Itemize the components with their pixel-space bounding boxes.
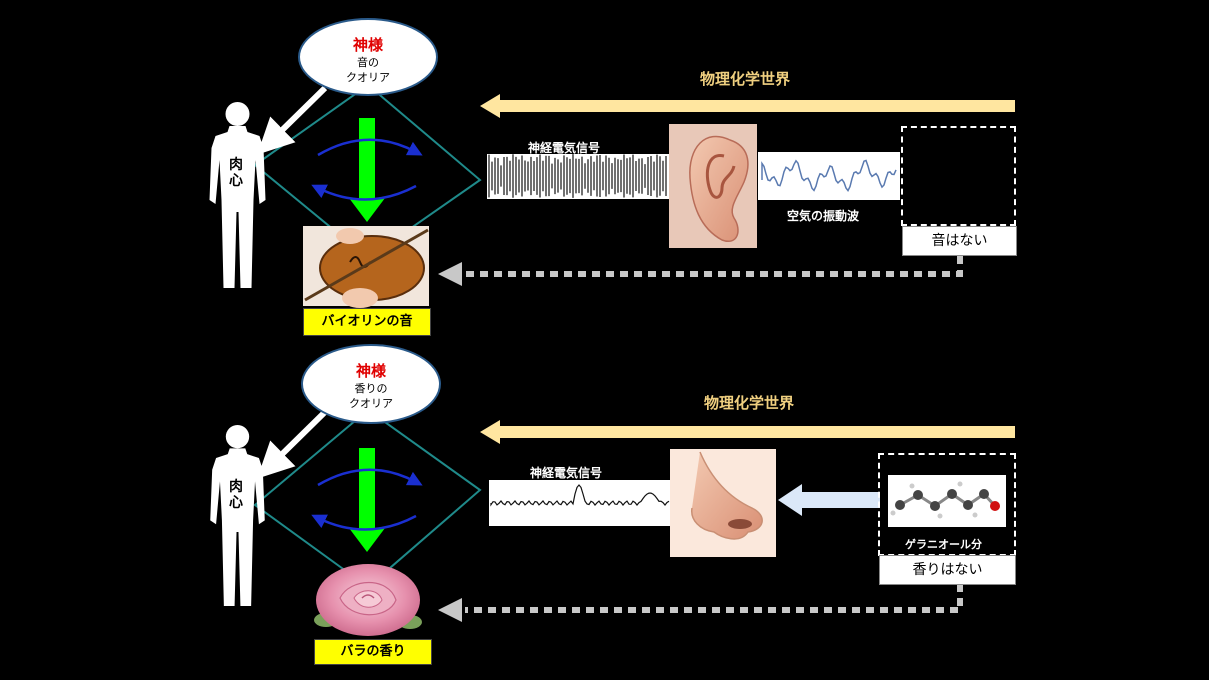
god-to-body-arrow (257, 85, 328, 155)
panel-smell (210, 408, 1015, 636)
world-label: 物理化学世界 (700, 70, 791, 88)
god-label: 神様 (355, 362, 386, 380)
god-ellipse: 神様 音の クオリア (298, 18, 438, 96)
qualia-arrow-head (349, 198, 385, 222)
violin-hand (342, 288, 378, 308)
world-arrow-shaft (498, 100, 1015, 112)
rose-image (314, 564, 422, 636)
no-sound-dashed-box (901, 126, 1016, 226)
cycle-arrow-top (317, 138, 423, 157)
signal-label: 神経電気信号 (528, 141, 601, 155)
nostril (728, 519, 752, 529)
violin-sound-label: バイオリンの音 (303, 308, 431, 336)
body-label-1: 肉 (229, 479, 243, 495)
ear-shape (689, 135, 749, 243)
return-arrow-head (438, 598, 462, 622)
return-dashed-arrow (465, 584, 963, 613)
wave-label: 空気の振動波 (787, 209, 860, 223)
nerve-spikes (488, 154, 667, 198)
human-figure (209, 102, 266, 288)
world-arrow-head (480, 94, 500, 118)
panel-hearing (209, 83, 1015, 308)
qualia-label-line1: 音の (357, 56, 379, 69)
world-arrow-head (480, 420, 500, 444)
world-arrow-shaft (498, 426, 1015, 438)
nose-shape (691, 451, 763, 540)
qualia-label-line2: クオリア (349, 397, 393, 410)
no-sound-label: 音はない (902, 226, 1017, 256)
god-to-body-arrow (257, 409, 328, 479)
violin-hand-top (336, 228, 364, 244)
molecule-label: ゲラニオール分 (905, 538, 982, 551)
body-label-2: 心 (229, 495, 243, 511)
qualia-label-line2: クオリア (346, 71, 390, 84)
rose-scent-label: バラの香り (314, 639, 432, 665)
qualia-label-line1: 香りの (354, 382, 388, 395)
human-figure (210, 424, 265, 607)
air-wave-box (758, 152, 900, 200)
cycle-arrow-bottom (311, 514, 417, 531)
god-ellipse: 神様 香りの クオリア (301, 344, 441, 424)
violin-body (319, 235, 425, 301)
cycle-arrow-top (317, 468, 423, 487)
ear-inner (705, 154, 736, 199)
cycle-arrow-bottom (311, 184, 417, 201)
body-label-1: 肉 (229, 157, 243, 173)
return-arrow-head (438, 262, 462, 286)
world-label: 物理化学世界 (704, 394, 795, 412)
smell-arrow-shaft (800, 492, 880, 508)
qualia-arrow-shaft (359, 448, 375, 530)
signal-label: 神経電気信号 (530, 466, 603, 480)
return-dashed-arrow (465, 256, 963, 277)
qualia-arrow-shaft (359, 118, 375, 200)
air-wave-line (761, 159, 897, 193)
teal-diamond (253, 408, 482, 589)
smell-arrow-head (778, 484, 802, 516)
nerve-spikes (490, 484, 670, 507)
body-label-2: 心 (229, 173, 243, 189)
god-label: 神様 (352, 36, 383, 54)
no-smell-label: 香りはない (879, 555, 1016, 585)
nerve-signal-strip (489, 480, 671, 526)
violin-bow (304, 228, 429, 302)
molecule-model (890, 481, 1000, 519)
qualia-arrow-head (349, 528, 385, 552)
